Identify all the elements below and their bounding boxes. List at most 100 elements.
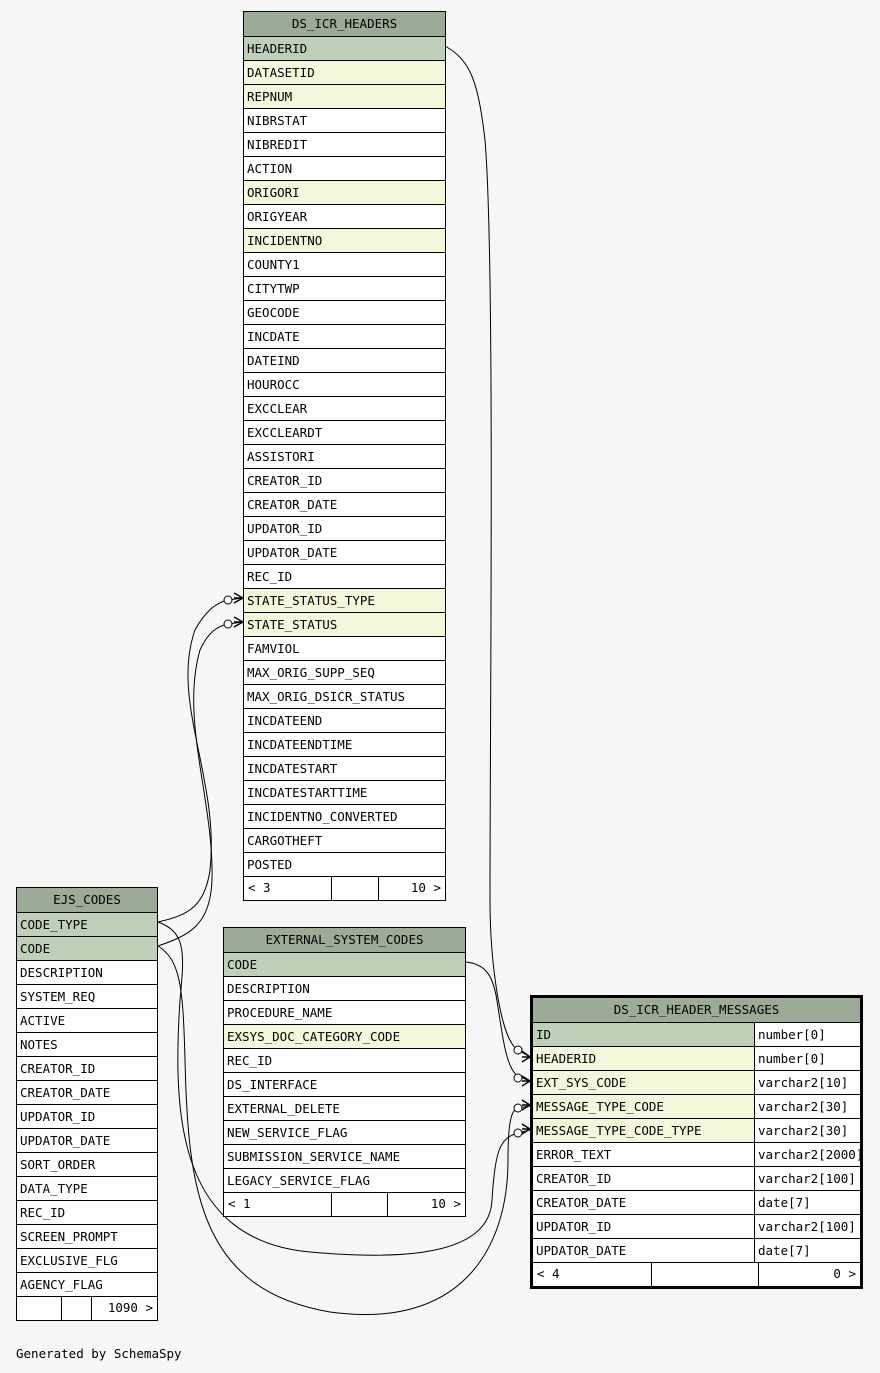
column-name: SUBMISSION_SERVICE_NAME [227,1149,401,1164]
column-row[interactable]: CREATOR_DATE [17,1081,157,1105]
column-row[interactable]: SCREEN_PROMPT [17,1225,157,1249]
generated-by-note: Generated by SchemaSpy [16,1346,182,1361]
column-row[interactable]: ASSISTORI [244,445,445,469]
column-row[interactable]: INCDATE [244,325,445,349]
column-row[interactable]: INCDATEEND [244,709,445,733]
column-row[interactable]: DS_INTERFACE [224,1073,465,1097]
column-row[interactable]: EXCLUSIVE_FLG [17,1249,157,1273]
column-row[interactable]: DATA_TYPE [17,1177,157,1201]
column-name: MESSAGE_TYPE_CODE_TYPE [533,1119,754,1142]
column-row[interactable]: NIBREDIT [244,133,445,157]
column-row[interactable]: HOUROCC [244,373,445,397]
column-row[interactable]: INCIDENTNO_CONVERTED [244,805,445,829]
column-row[interactable]: REPNUM [244,85,445,109]
column-row[interactable]: EXSYS_DOC_CATEGORY_CODE [224,1025,465,1049]
column-name: UPDATOR_ID [247,521,323,536]
column-row[interactable]: CODE [224,953,465,977]
column-row[interactable]: EXCCLEAR [244,397,445,421]
column-name: REC_ID [247,569,293,584]
column-row[interactable]: SORT_ORDER [17,1153,157,1177]
column-row[interactable]: SUBMISSION_SERVICE_NAME [224,1145,465,1169]
column-row[interactable]: STATE_STATUS [244,613,445,637]
column-row[interactable]: MAX_ORIG_SUPP_SEQ [244,661,445,685]
relationship-message-type-code [157,945,531,1315]
column-row[interactable]: GEOCODE [244,301,445,325]
column-row[interactable]: STATE_STATUS_TYPE [244,589,445,613]
column-row[interactable]: DATEIND [244,349,445,373]
column-row[interactable]: PROCEDURE_NAME [224,1001,465,1025]
column-row[interactable]: CITYTWP [244,277,445,301]
column-row[interactable]: INCDATESTARTTIME [244,781,445,805]
parent-count[interactable]: < 3 [244,877,332,900]
column-row[interactable]: CREATOR_DATE [244,493,445,517]
column-row[interactable]: INCDATESTART [244,757,445,781]
column-row[interactable]: NOTES [17,1033,157,1057]
column-row[interactable]: INCIDENTNO [244,229,445,253]
column-row[interactable]: LEGACY_SERVICE_FLAG [224,1169,465,1193]
child-count[interactable]: 1090 > [107,1300,153,1315]
child-count[interactable]: 10 > [430,1196,461,1211]
column-row[interactable]: POSTED [244,853,445,877]
column-row[interactable]: REC_ID [17,1201,157,1225]
column-row[interactable]: CODE_TYPE [17,913,157,937]
column-row[interactable]: DESCRIPTION [224,977,465,1001]
parent-count[interactable] [17,1297,62,1320]
column-row[interactable]: UPDATOR_ID [17,1105,157,1129]
column-row[interactable]: INCDATEENDTIME [244,733,445,757]
column-type: number[0] [754,1023,860,1046]
column-row[interactable]: CREATOR_ID [244,469,445,493]
column-row[interactable]: REC_ID [244,565,445,589]
table-footer: < 3 10 > [244,877,445,900]
parent-count[interactable]: < 1 [224,1193,332,1216]
column-name: NOTES [20,1037,58,1052]
column-row[interactable]: HEADERID [244,37,445,61]
column-row[interactable]: UPDATOR_ID [244,517,445,541]
column-row[interactable]: EXCCLEARDT [244,421,445,445]
column-row[interactable]: NIBRSTAT [244,109,445,133]
column-name: EXTERNAL_DELETE [227,1101,340,1116]
column-row[interactable]: EXTERNAL_DELETE [224,1097,465,1121]
column-name: PROCEDURE_NAME [227,1005,333,1020]
column-row[interactable]: ACTION [244,157,445,181]
column-row[interactable]: UPDATOR_DATE [244,541,445,565]
column-row[interactable]: ORIGYEAR [244,205,445,229]
child-count[interactable]: 0 > [833,1266,856,1281]
column-name: CODE_TYPE [17,913,157,936]
parent-count[interactable]: < 4 [533,1263,652,1286]
column-name: DATA_TYPE [20,1181,88,1196]
column-row[interactable]: MAX_ORIG_DSICR_STATUS [244,685,445,709]
column-type: varchar2[2000] [754,1143,860,1166]
column-row[interactable]: FAMVIOL [244,637,445,661]
child-count[interactable]: 10 > [410,880,441,895]
column-name: MESSAGE_TYPE_CODE [533,1095,754,1118]
column-row[interactable]: AGENCY_FLAG [17,1273,157,1297]
column-row[interactable]: CREATOR_ID [17,1057,157,1081]
column-row[interactable]: ORIGORI [244,181,445,205]
column-row[interactable]: UPDATOR_DATE [17,1129,157,1153]
column-row[interactable]: CARGOTHEFT [244,829,445,853]
column-row[interactable]: SYSTEM_REQ [17,985,157,1009]
column-row[interactable]: ACTIVE [17,1009,157,1033]
column-row[interactable]: DATASETID [244,61,445,85]
column-row[interactable]: COUNTY1 [244,253,445,277]
column-row[interactable]: CODE [17,937,157,961]
column-row[interactable]: NEW_SERVICE_FLAG [224,1121,465,1145]
column-row[interactable]: DESCRIPTION [17,961,157,985]
relationship-headerid [444,45,531,1058]
footer-spacer [652,1263,759,1286]
column-row[interactable]: REC_ID [224,1049,465,1073]
